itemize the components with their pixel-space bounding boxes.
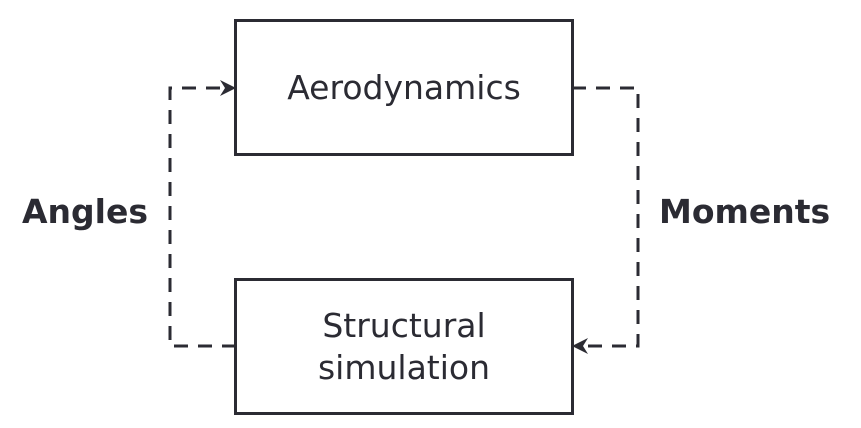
aerodynamics-node: Aerodynamics — [234, 19, 574, 156]
structural-simulation-label: Structural simulation — [317, 305, 491, 387]
arrowhead-to-aerodynamics — [220, 80, 236, 96]
aerodynamics-label: Aerodynamics — [287, 67, 521, 107]
angles-label: Angles — [22, 192, 148, 231]
moments-label: Moments — [659, 192, 831, 231]
structural-simulation-node: Structural simulation — [234, 278, 574, 415]
moments-connector — [572, 86, 640, 348]
arrowhead-to-structural — [572, 338, 588, 354]
angles-connector — [168, 86, 236, 348]
